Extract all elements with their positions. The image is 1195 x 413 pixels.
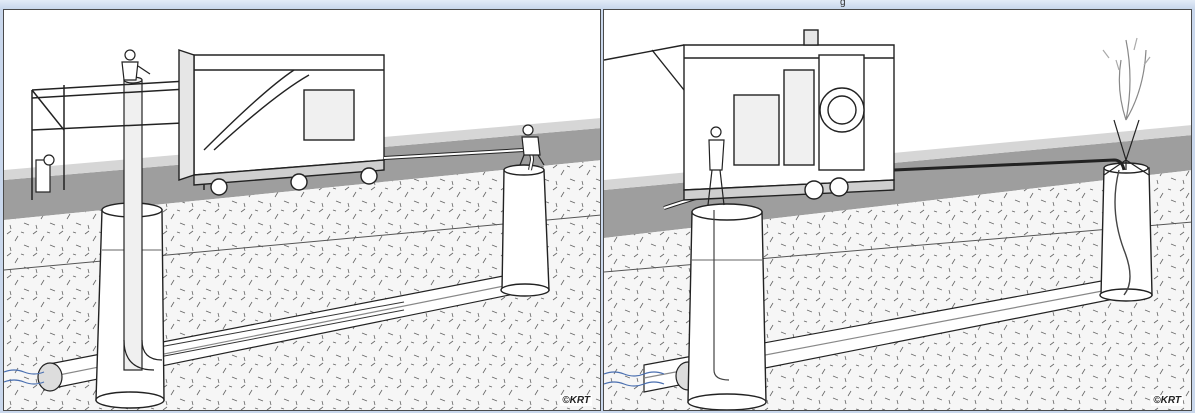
window-title: g xyxy=(840,0,846,8)
window-title-bar: g xyxy=(0,0,1195,10)
copyright-label: ©KRT xyxy=(1151,395,1183,406)
equipment-trailer xyxy=(178,49,385,196)
pipe-lining-illustration-right xyxy=(604,10,1191,410)
worker-figure-manhole xyxy=(519,124,545,166)
water-jet xyxy=(1102,37,1151,176)
equipment-trailer xyxy=(604,29,895,201)
manhole-shaft-right xyxy=(500,164,550,297)
pump-unit xyxy=(35,154,55,193)
worker-figure-trailer xyxy=(707,126,725,206)
left-illustration-panel: ©KRT xyxy=(3,9,601,411)
worker-figure-scaffold xyxy=(121,49,151,81)
manhole-shaft-left xyxy=(687,203,767,410)
right-illustration-panel: ©KRT xyxy=(603,9,1192,411)
copyright-label: ©KRT xyxy=(560,395,592,406)
pipe-lining-illustration-left xyxy=(4,10,600,410)
liner-tube xyxy=(153,301,405,359)
manhole-shaft-right xyxy=(1099,162,1153,302)
